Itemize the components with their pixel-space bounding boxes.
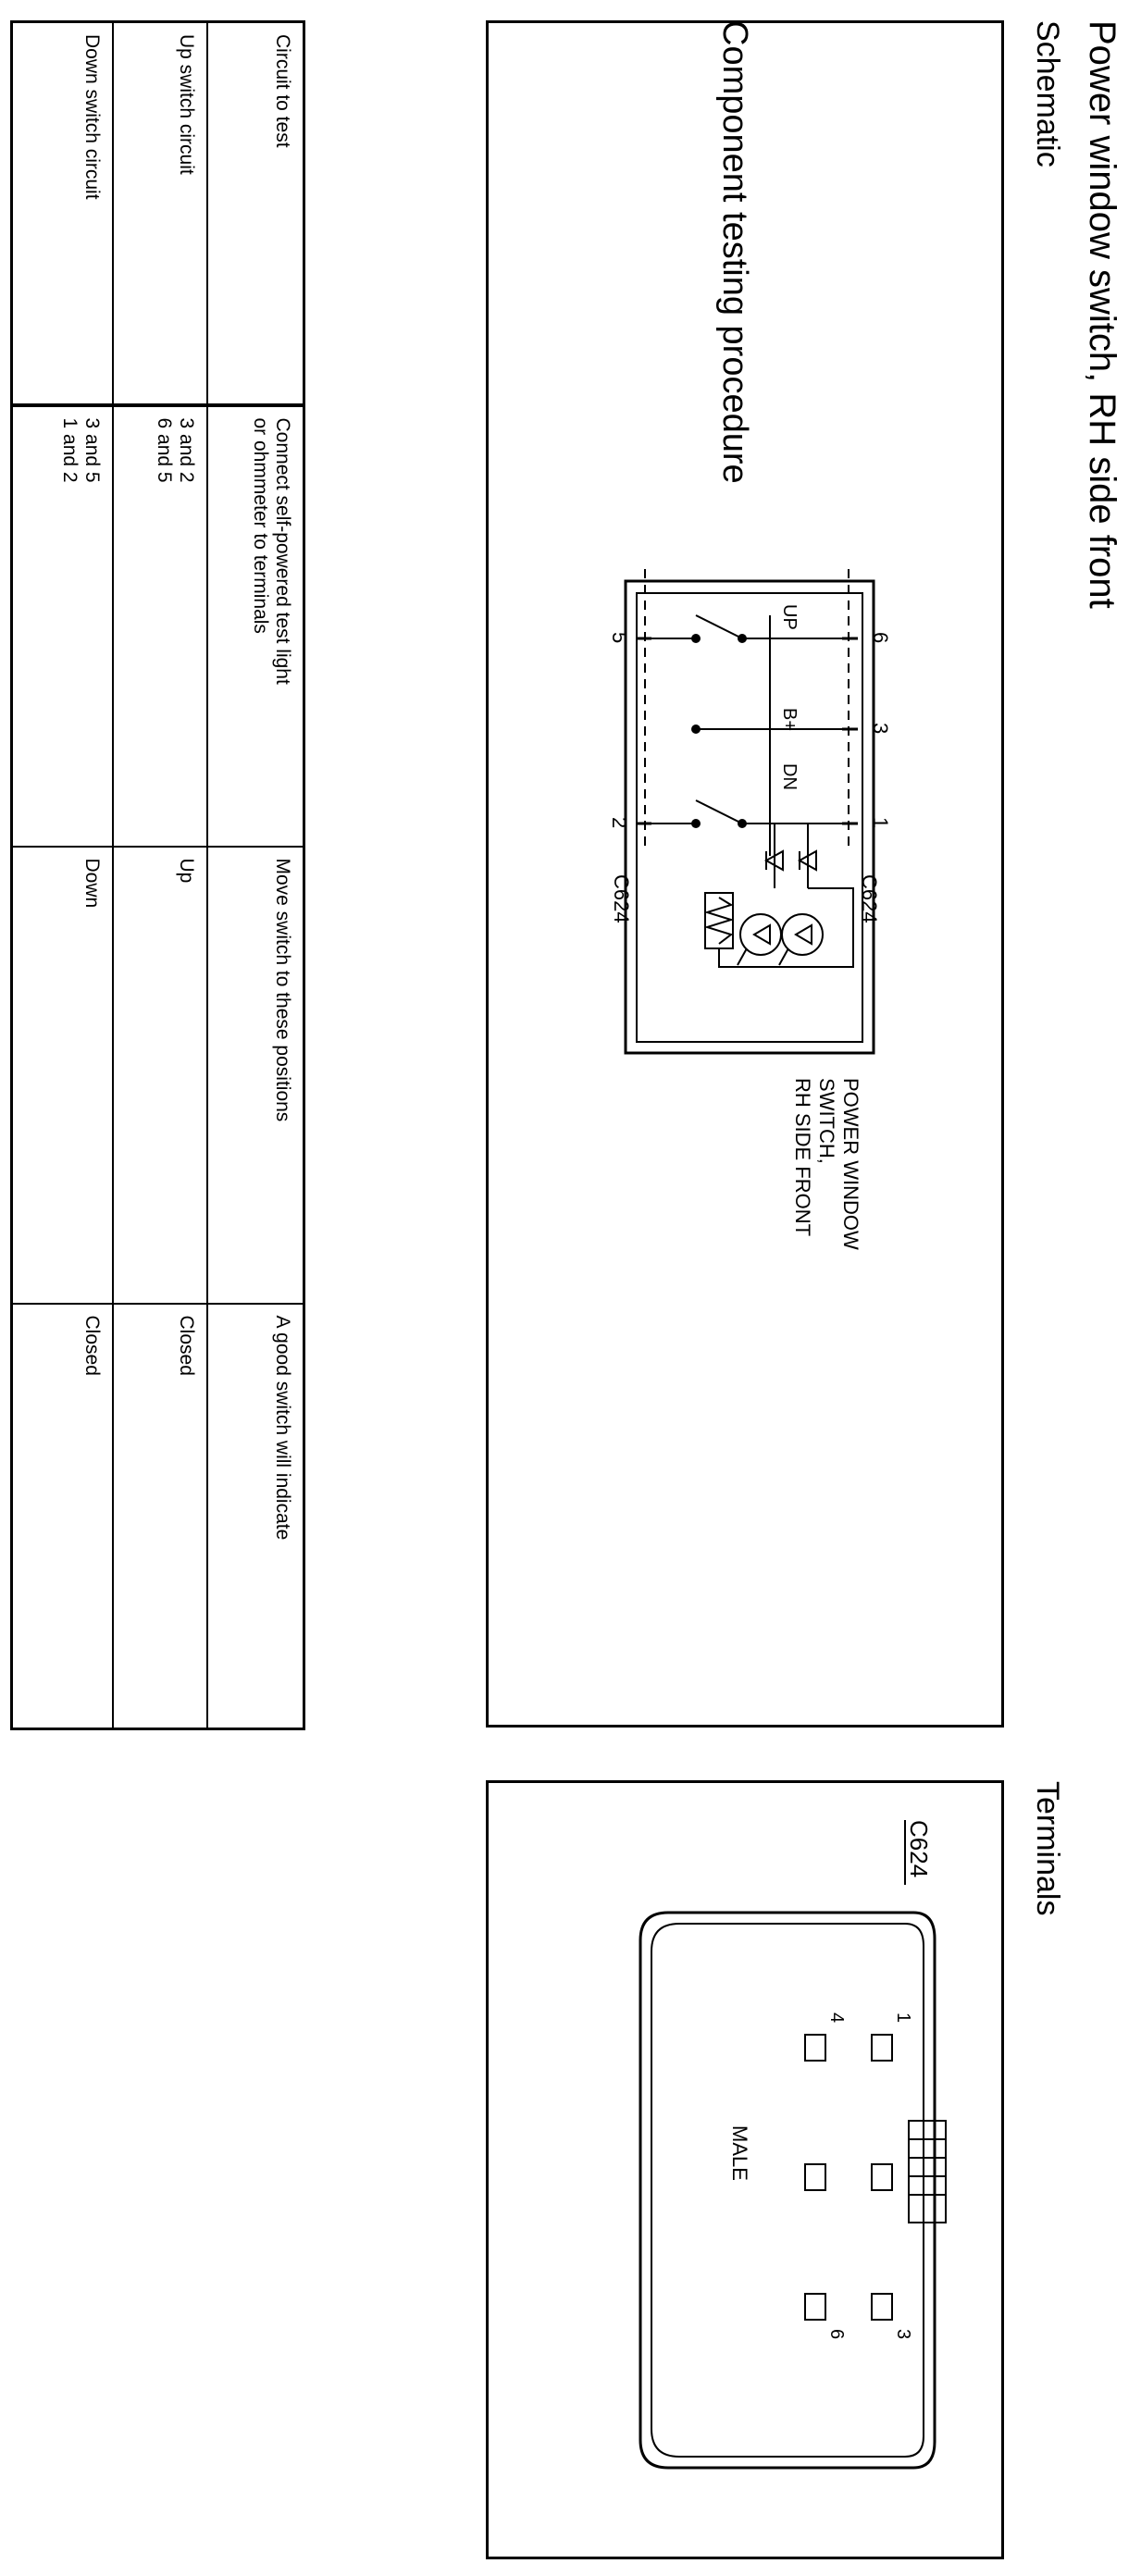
pin-label: 1 [869,817,892,828]
connector-label: C624 [905,1820,933,1877]
table-row: Up switch circuit 3 and 2 6 and 5 Up Clo… [113,21,208,1729]
switch-housing-outer [624,579,875,1055]
table-header-row: Circuit to test Connect self-powered tes… [207,21,304,1729]
connector-face-diagram: C624 1 3 4 6 MALE [639,1820,947,2470]
table-cell: 3 and 5 1 and 2 [11,404,114,847]
latch-tab [908,2120,947,2223]
terminals-panel: C624 1 3 4 6 MALE [486,1780,1004,2559]
header-cell: Connect self-powered test light or ohmme… [207,404,304,847]
table-cell: Closed [11,1303,114,1729]
header-cell: A good switch will indicate [207,1303,304,1729]
header-cell: Move switch to these positions [207,846,304,1304]
table-cell: Down [11,846,114,1304]
schematic-diagram: 6 3 1 C624 5 2 C624 [608,569,892,1256]
connector-label-top: C624 [858,874,881,923]
pin-label: 2 [608,817,631,828]
table-cell: Up [113,846,208,1304]
dn-label: DN [779,763,800,790]
terminal-pin-label: 4 [826,2012,847,2023]
terminal-pin-label: 3 [893,2329,913,2339]
switch-name: POWER WINDOW SWITCH, RH SIDE FRONT [791,1078,862,1256]
up-label: UP [779,604,800,630]
terminal-pin-label: 1 [893,2012,913,2023]
terminals-heading: Terminals [1030,1781,1065,1916]
page-title: Power window switch, RH side front [1082,20,1122,609]
schematic-heading: Schematic [1030,20,1065,167]
pin-label: 6 [869,632,892,643]
connector-gender: MALE [728,2125,751,2181]
bplus-label: B+ [779,708,800,731]
schematic-panel: 6 3 1 C624 5 2 C624 [486,20,1004,1728]
component-testing-table: Circuit to test Connect self-powered tes… [10,20,305,1730]
table-cell: Closed [113,1303,208,1729]
table-cell: Up switch circuit [113,21,208,405]
connector-label-bottom: C624 [610,874,633,923]
switch-housing-inner [636,592,863,1043]
pin-label: 3 [869,723,892,734]
pin-label: 5 [608,632,631,643]
table-row: Down switch circuit 3 and 5 1 and 2 Down… [11,21,114,1729]
header-cell: Circuit to test [207,21,304,405]
terminal-pin-label: 6 [826,2329,847,2339]
table-cell: 3 and 2 6 and 5 [113,404,208,847]
testing-heading: Component testing procedure [715,20,754,484]
connector-body [639,1911,936,2470]
table-cell: Down switch circuit [11,21,114,405]
